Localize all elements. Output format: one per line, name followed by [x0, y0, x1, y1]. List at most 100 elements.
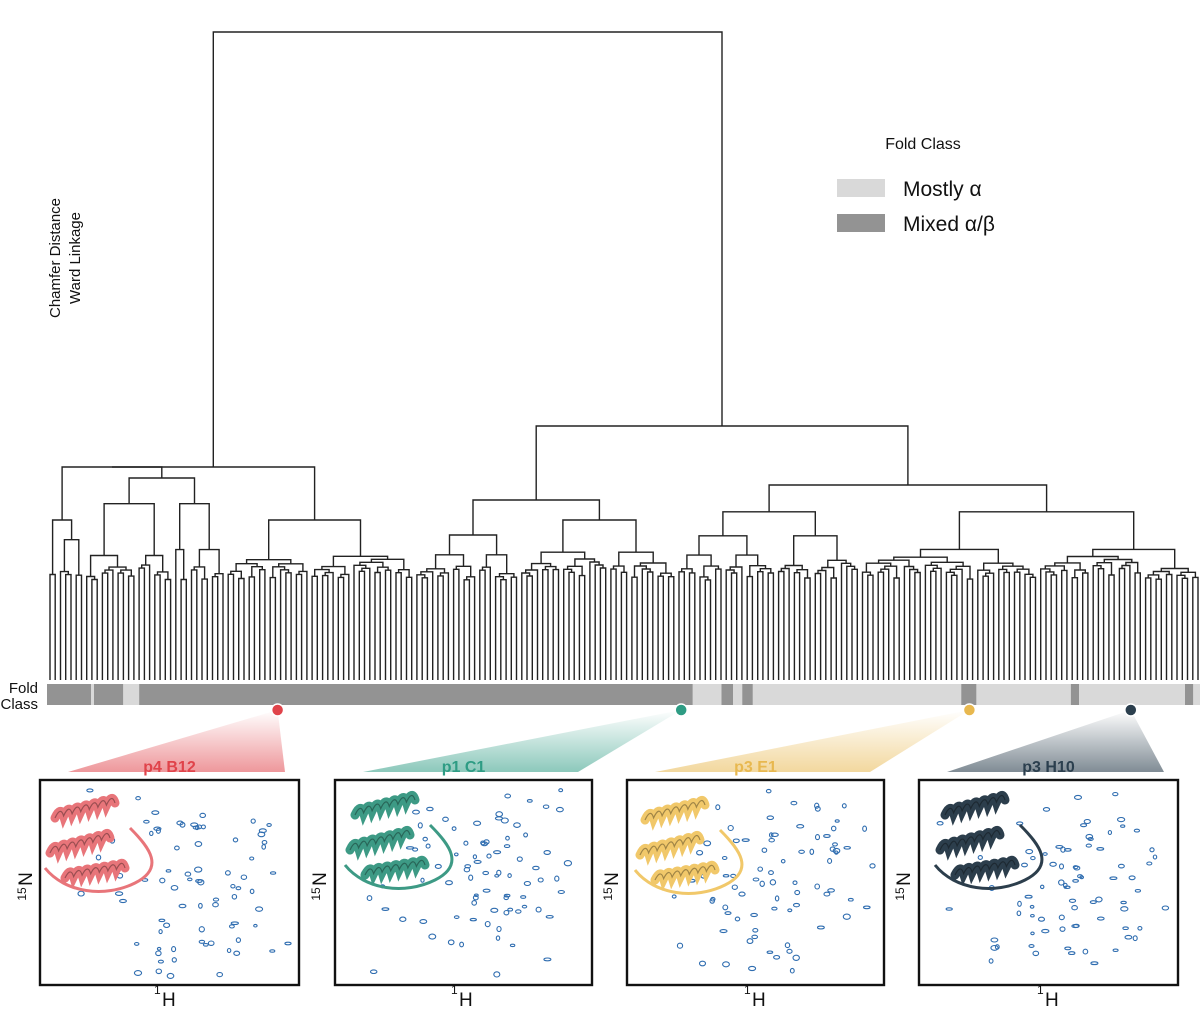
- dendrogram-link: [235, 563, 258, 572]
- nmr-peak: [255, 906, 264, 912]
- dendrogram-link: [479, 569, 486, 680]
- nmr-peak: [133, 970, 143, 976]
- nmr-peak: [752, 877, 760, 882]
- protein-helix-outline: [654, 864, 716, 881]
- nmr-peak: [1120, 824, 1126, 828]
- nmr-peak: [235, 937, 242, 943]
- dendrogram-link: [117, 572, 125, 680]
- nmr-peak: [261, 844, 267, 850]
- y-axis-label-sup: 15: [309, 887, 323, 901]
- protein-helix: [935, 826, 1005, 861]
- dendrogram-link: [59, 570, 69, 680]
- dendrogram-link: [877, 571, 885, 680]
- protein-helix-outline: [364, 859, 426, 876]
- x-axis-label-sup: 1: [1037, 983, 1044, 997]
- nmr-peak: [422, 836, 428, 842]
- nmr-peak: [1041, 928, 1050, 934]
- dendrogram-link: [285, 572, 292, 680]
- protein-helix: [650, 860, 720, 892]
- nmr-peak: [199, 812, 207, 819]
- nmr-peak: [990, 937, 999, 943]
- nmr-peak: [119, 898, 127, 904]
- nmr-peak: [1059, 926, 1066, 932]
- nmr-peak: [1067, 951, 1076, 956]
- nmr-peak: [786, 948, 793, 954]
- fold-class-label-line1: Fold: [9, 680, 38, 697]
- dendrogram-link: [193, 566, 206, 580]
- nmr-peak: [816, 925, 825, 930]
- nmr-peak: [515, 909, 522, 914]
- legend-swatch-mostly-alpha: [837, 179, 885, 197]
- dendrogram-link: [138, 567, 146, 680]
- dendrogram-link: [248, 576, 256, 680]
- nmr-peak: [473, 820, 482, 826]
- nmr-peak: [158, 929, 163, 935]
- nmr-peak: [194, 825, 200, 831]
- dendrogram-link: [568, 571, 575, 680]
- dendrogram-link: [1121, 564, 1131, 680]
- nmr-peak: [1058, 863, 1065, 870]
- nmr-peak: [721, 855, 728, 861]
- protein-structure: [933, 791, 1044, 890]
- dendrogram-link: [552, 568, 560, 680]
- protein-helix: [360, 855, 430, 887]
- nmr-peak: [153, 826, 162, 831]
- nmr-peak: [537, 877, 544, 883]
- nmr-peak: [77, 890, 85, 897]
- panel-p4-b12: p4 B12 1 H 15 N: [15, 703, 301, 1011]
- protein-helix: [950, 855, 1020, 887]
- dendrogram-link: [405, 576, 413, 680]
- dendrogram-link: [49, 573, 56, 680]
- dendrogram-link: [646, 571, 654, 680]
- dendrogram-link: [746, 575, 754, 680]
- dendrogram-link: [945, 571, 955, 680]
- nmr-peak: [468, 874, 474, 881]
- dendrogram-link: [985, 572, 995, 680]
- x-axis-label: 1 H: [451, 983, 473, 1011]
- dendrogram-link: [867, 574, 874, 680]
- nmr-peak: [1024, 894, 1033, 899]
- nmr-peak: [1042, 852, 1048, 856]
- nmr-peak: [1122, 926, 1129, 931]
- dendrogram-link: [101, 572, 109, 680]
- nmr-peak: [1042, 807, 1051, 812]
- nmr-peak: [171, 957, 177, 963]
- nmr-peak: [176, 820, 184, 826]
- dendrogram-link: [865, 562, 892, 573]
- nmr-peak: [230, 921, 239, 926]
- protein-helix: [45, 829, 115, 864]
- nmr-peak: [543, 850, 551, 855]
- nmr-spectrum: [361, 788, 573, 978]
- dendrogram-link: [397, 569, 410, 578]
- nmr-peak: [178, 903, 187, 909]
- dendrogram-link: [358, 570, 366, 680]
- dendrogram-link: [610, 568, 617, 680]
- nmr-peak: [184, 871, 192, 877]
- nmr-peak: [503, 909, 510, 916]
- nmr-peak: [1149, 847, 1155, 853]
- dendrogram-link: [618, 551, 654, 567]
- protein-helix-outline: [644, 799, 706, 821]
- nmr-peak: [703, 840, 712, 847]
- nmr-peak: [463, 867, 471, 873]
- legend-label-mostly-alpha: Mostly α: [903, 178, 982, 201]
- dendrogram-link: [688, 572, 696, 680]
- panel-title: p3 H10: [1022, 759, 1075, 776]
- nmr-peak: [1029, 904, 1035, 909]
- dendrogram-link: [793, 572, 801, 680]
- dendrogram-link: [1108, 574, 1115, 680]
- nmr-peak: [473, 859, 482, 864]
- nmr-peak: [1120, 900, 1127, 905]
- dendrogram-link: [337, 576, 345, 680]
- nmr-peak: [676, 942, 684, 949]
- nmr-peak: [1037, 916, 1046, 922]
- nmr-peak: [789, 967, 795, 974]
- nmr-peak: [1137, 925, 1143, 931]
- nmr-peak: [228, 924, 235, 929]
- panel-title: p4 B12: [143, 759, 196, 776]
- nmr-peak: [425, 843, 431, 849]
- nmr-peak: [842, 913, 851, 920]
- nmr-peak: [709, 898, 715, 904]
- protein-helix-outline: [639, 834, 701, 856]
- dendrogram-link: [535, 425, 909, 500]
